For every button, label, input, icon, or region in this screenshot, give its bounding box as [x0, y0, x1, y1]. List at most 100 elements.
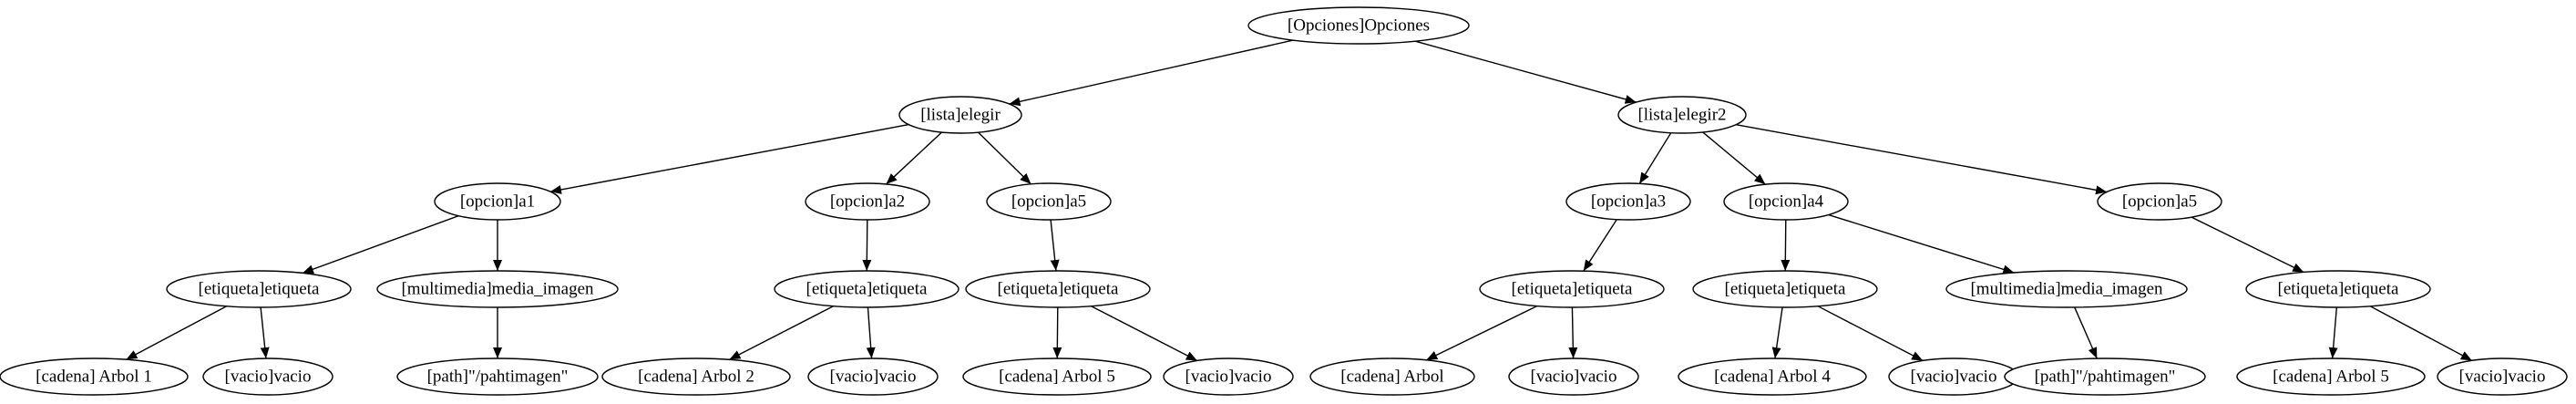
edge-arrow: [1702, 131, 1766, 185]
node-label: [lista]elegir: [920, 106, 1001, 125]
tree-node-e2: [etiqueta]etiqueta: [774, 270, 960, 308]
tree-node-c5: [cadena] Arbol 4: [1678, 357, 1867, 396]
tree-node-p1: [path]"/pahtimagen": [396, 357, 599, 396]
tree-node-m1: [multimedia]media_imagen: [376, 270, 619, 308]
edge-e6-c6: [2328, 306, 2338, 359]
edge-arrow: [1638, 132, 1672, 184]
node-label: [etiqueta]etiqueta: [806, 280, 928, 299]
edge-root-l1: [1009, 39, 1294, 107]
node-label: [opcion]a1: [460, 192, 535, 212]
edge-e5-v5: [1817, 306, 1924, 362]
edge-arrow: [2369, 306, 2473, 361]
node-label: [etiqueta]etiqueta: [998, 280, 1119, 299]
node-label: [cadena] Arbol: [1340, 368, 1443, 387]
node-label: [vacio]vacio: [225, 368, 312, 387]
node-ellipse: [986, 182, 1112, 221]
tree-node-l2: [lista]elegir2: [1617, 96, 1747, 134]
tree-node-e4: [etiqueta]etiqueta: [1479, 270, 1665, 308]
node-ellipse: [1309, 357, 1475, 396]
node-label: [cadena] Arbol 5: [999, 368, 1115, 387]
edge-arrow: [302, 215, 459, 275]
edge-e4-c4: [1426, 305, 1538, 361]
tree-node-c4: [cadena] Arbol: [1309, 357, 1475, 396]
tree-node-c3: [cadena] Arbol 5: [962, 357, 1152, 396]
node-label: [cadena] Arbol 1: [36, 368, 152, 387]
tree-node-c2: [cadena] Arbol 2: [601, 357, 791, 396]
edge-l1-o2: [885, 131, 943, 185]
node-label: [cadena] Arbol 5: [2273, 368, 2389, 387]
edge-l2-o6: [1735, 124, 2108, 195]
tree-node-v4: [vacio]vacio: [1508, 357, 1639, 396]
node-label: [etiqueta]etiqueta: [199, 280, 320, 299]
node-ellipse: [601, 357, 791, 396]
tree-node-root: [Opciones]Opciones: [1247, 6, 1470, 45]
node-ellipse: [2004, 357, 2206, 396]
node-label: [cadena] Arbol 2: [638, 368, 754, 387]
edge-arrow: [885, 131, 943, 185]
node-label: [opcion]a2: [830, 192, 905, 212]
node-ellipse: [962, 357, 1152, 396]
node-ellipse: [166, 270, 352, 308]
edge-m2-p2: [2074, 306, 2098, 359]
tree-node-o1: [opcion]a1: [434, 182, 561, 221]
edge-e2-c2: [729, 306, 834, 360]
node-ellipse: [1945, 270, 2188, 308]
tree-node-v5: [vacio]vacio: [1888, 357, 2019, 396]
edge-arrow: [1817, 306, 1924, 362]
node-label: [vacio]vacio: [830, 368, 917, 387]
node-ellipse: [774, 270, 960, 308]
tree-node-m2: [multimedia]media_imagen: [1945, 270, 2188, 308]
tree-node-c1: [cadena] Arbol 1: [0, 357, 189, 396]
edge-arrow: [1091, 306, 1198, 362]
edge-arrow: [1771, 306, 1783, 359]
node-ellipse: [805, 182, 930, 221]
node-label: [multimedia]media_imagen: [401, 280, 594, 299]
edge-l1-o3: [978, 131, 1031, 185]
edge-arrow: [1009, 39, 1294, 107]
edge-e6-v6: [2369, 306, 2473, 361]
tree-node-c6: [cadena] Arbol 5: [2236, 357, 2426, 396]
tree-node-o3: [opcion]a5: [986, 182, 1112, 221]
node-label: [opcion]a5: [2122, 192, 2197, 212]
node-ellipse: [1692, 270, 1878, 308]
edge-arrow: [2191, 216, 2304, 274]
node-label: [multimedia]media_imagen: [1970, 280, 2163, 299]
node-label: [opcion]a5: [1011, 192, 1086, 212]
node-ellipse: [2236, 357, 2426, 396]
edge-l2-o4: [1638, 132, 1672, 184]
node-label: [etiqueta]etiqueta: [1725, 280, 1846, 299]
edge-arrow: [126, 306, 228, 360]
node-label: [vacio]vacio: [1531, 368, 1617, 387]
node-label: [opcion]a3: [1591, 192, 1666, 212]
node-ellipse: [376, 270, 619, 308]
edge-l1-o1: [549, 123, 909, 194]
edge-e1-c1: [126, 306, 228, 360]
node-label: [etiqueta]etiqueta: [1512, 280, 1633, 299]
tree-node-v1: [vacio]vacio: [202, 357, 334, 396]
edge-o1-e1: [302, 215, 459, 275]
tree-node-e5: [etiqueta]etiqueta: [1692, 270, 1878, 308]
node-ellipse: [1163, 357, 1294, 396]
edge-arrow: [1050, 219, 1060, 272]
edge-e3-v3: [1091, 306, 1198, 362]
node-label: [etiqueta]etiqueta: [2278, 280, 2399, 299]
node-ellipse: [1247, 6, 1470, 45]
node-label: [cadena] Arbol 4: [1714, 368, 1831, 387]
tree-node-e1: [etiqueta]etiqueta: [166, 270, 352, 308]
edge-o5-m2: [1828, 213, 2015, 275]
edge-o5-e5: [1781, 219, 1791, 272]
edge-arrow: [729, 306, 834, 360]
edge-arrow: [866, 306, 876, 359]
edge-o4-e4: [1583, 219, 1617, 272]
edge-arrow: [1426, 305, 1538, 361]
node-ellipse: [898, 96, 1022, 134]
tree-node-o4: [opcion]a3: [1565, 182, 1691, 221]
edge-arrow: [1583, 219, 1617, 272]
edge-arrow: [260, 306, 270, 359]
edge-arrow: [2328, 306, 2338, 359]
node-ellipse: [202, 357, 334, 396]
edge-arrow: [2074, 306, 2098, 359]
tree-node-o6: [opcion]a5: [2097, 182, 2222, 221]
edge-e3-c3: [1052, 306, 1062, 359]
node-label: [vacio]vacio: [2459, 368, 2546, 387]
